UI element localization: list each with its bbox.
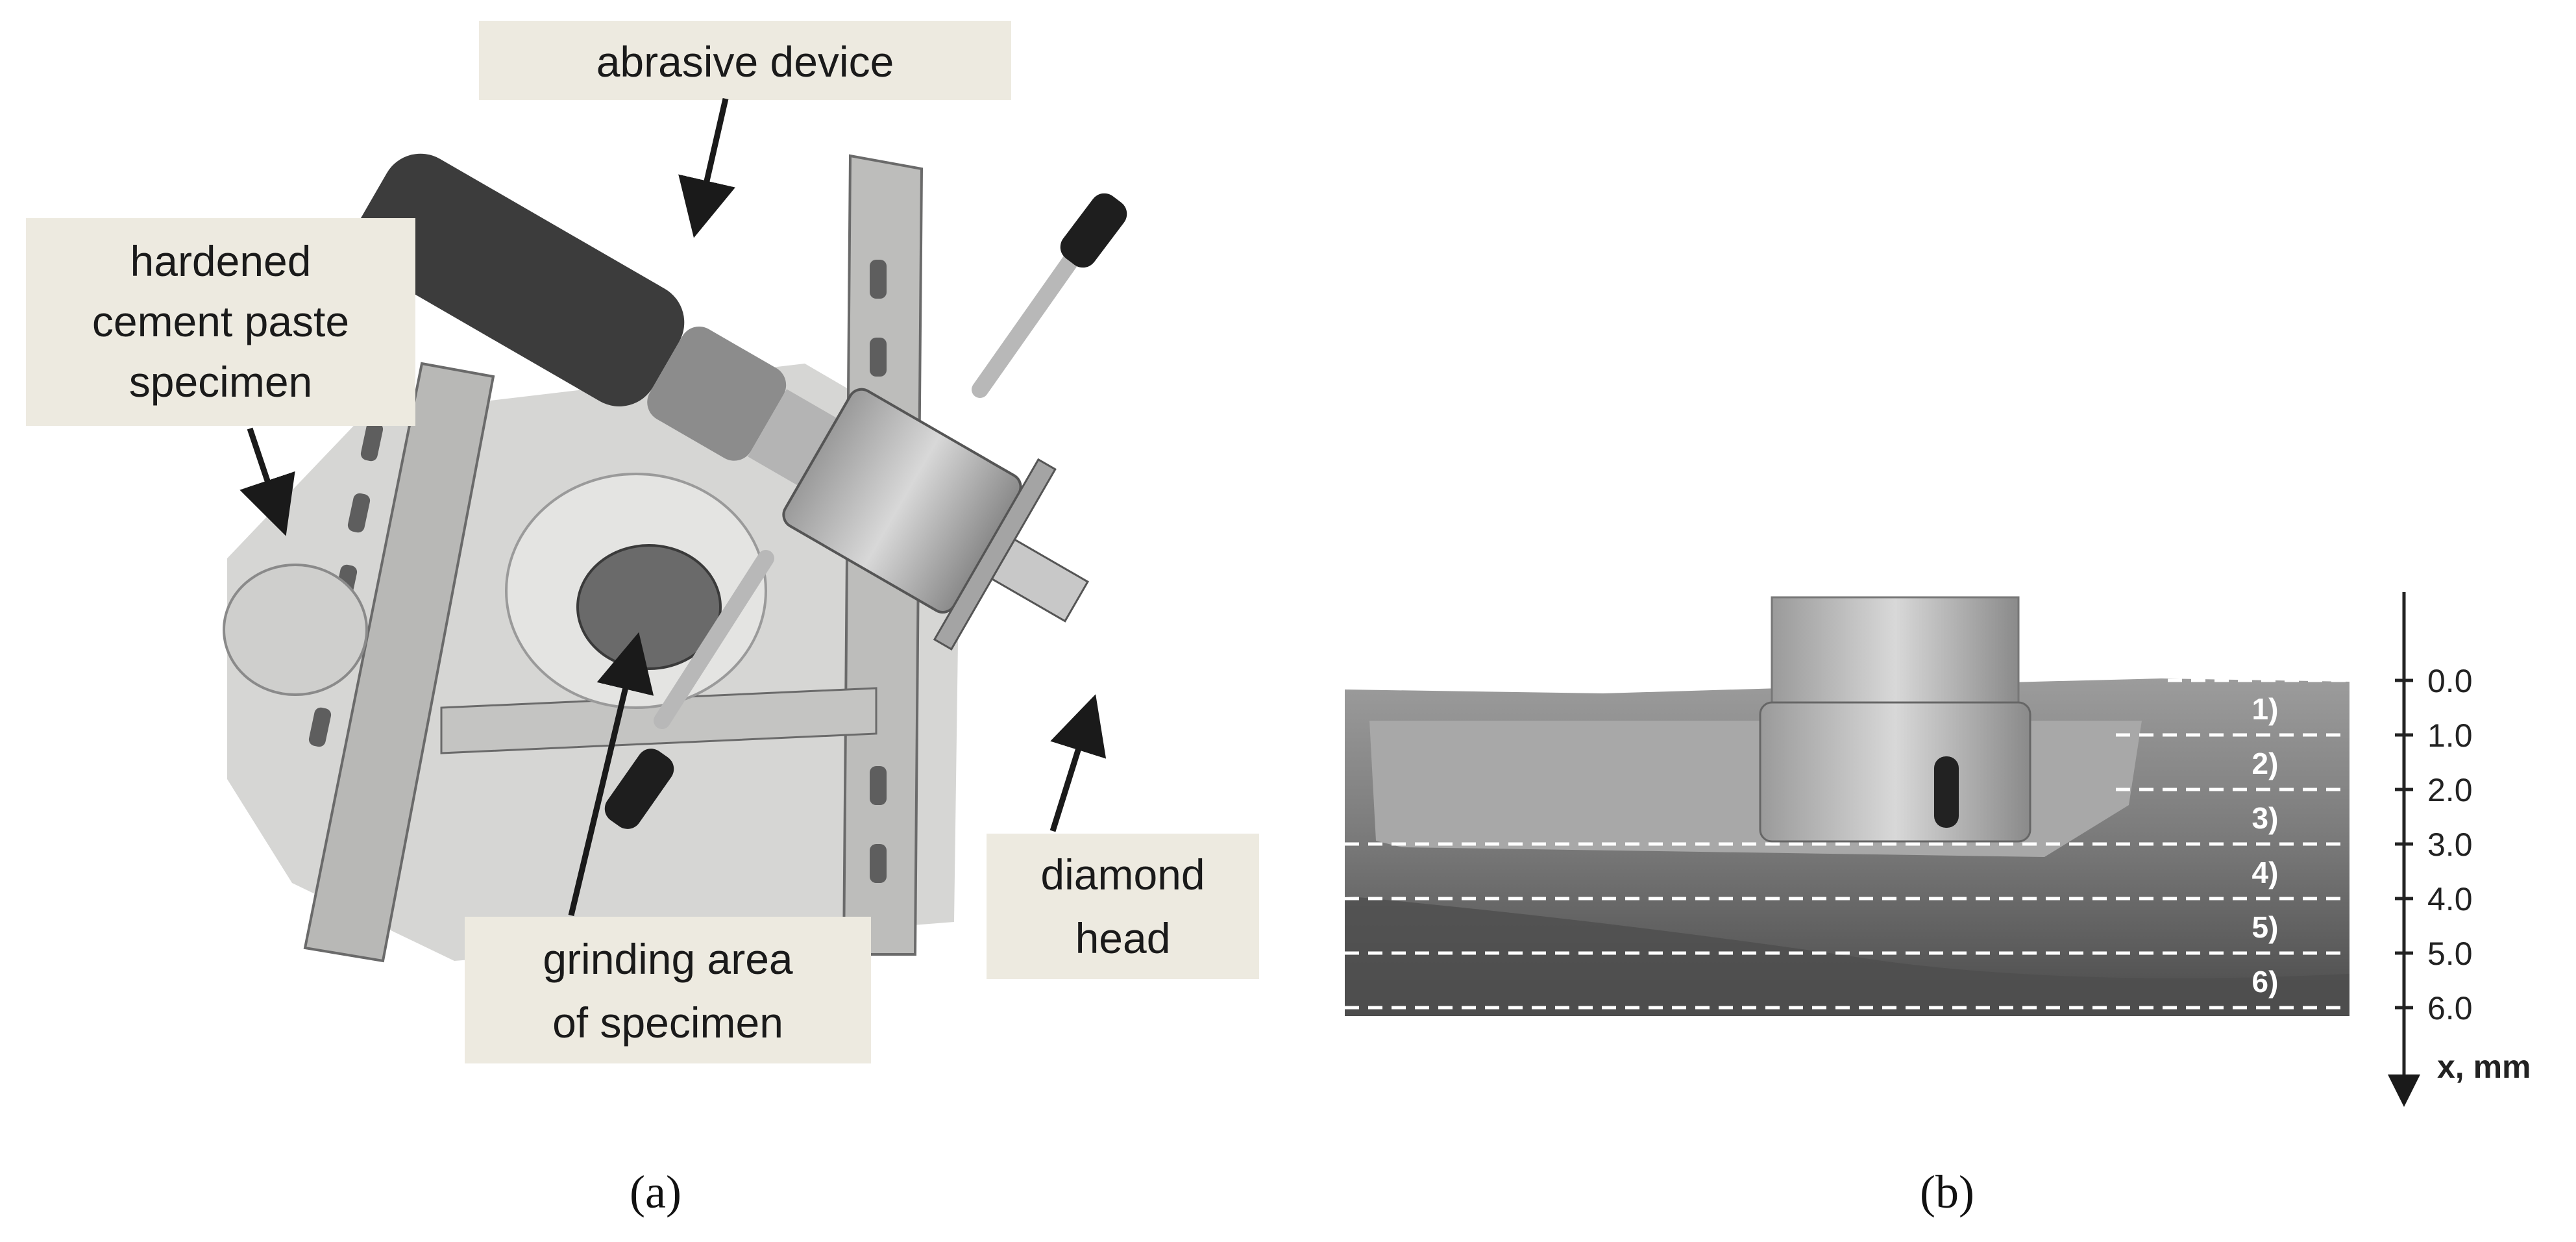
layer-labels: 1) 2) 3) 4) 5) 6) <box>2252 692 2279 999</box>
handles <box>604 193 1127 829</box>
callout-specimen: hardened cement paste specimen <box>26 218 415 426</box>
callout-diamond-line1: diamond <box>1040 851 1205 899</box>
panel-a-caption: (a) <box>630 1166 681 1218</box>
head-upper-cylinder <box>1771 596 2020 715</box>
layer-label-3: 3) <box>2252 801 2279 835</box>
panel-b-caption: (b) <box>1920 1166 1974 1218</box>
arrow-diamond-head <box>1049 694 1107 832</box>
arrow-abrasive-device <box>678 97 735 238</box>
depth-axis-label: x, mm <box>2437 1049 2531 1085</box>
layer-label-6: 6) <box>2252 965 2279 999</box>
panel-a-photo <box>223 153 1127 963</box>
panel-b-photo <box>1345 596 2349 1016</box>
layer-label-2: 2) <box>2252 747 2279 780</box>
layer-label-5: 5) <box>2252 910 2279 944</box>
arrow-grinding-area <box>568 632 654 917</box>
callout-specimen-line2: cement paste <box>92 297 349 345</box>
callout-diamond-line2: head <box>1075 914 1171 962</box>
callout-grinding-line1: grinding area <box>543 935 793 983</box>
callout-specimen-line1: hardened <box>130 237 312 285</box>
tick-label-4: 4.0 <box>2427 881 2473 917</box>
callout-diamond-head: diamond head <box>987 834 1259 979</box>
tick-label-2: 2.0 <box>2427 772 2473 808</box>
abrasive-device-body <box>355 153 1089 651</box>
tick-label-5: 5.0 <box>2427 936 2473 972</box>
callout-abrasive-device-text: abrasive device <box>596 38 894 86</box>
callout-grinding-area: grinding area of specimen <box>465 917 871 1063</box>
layer-label-4: 4) <box>2252 856 2279 889</box>
callout-grinding-line2: of specimen <box>552 999 783 1047</box>
lower-band <box>1345 896 2349 1016</box>
layer-label-1: 1) <box>2252 692 2279 726</box>
tick-label-3: 3.0 <box>2427 826 2473 863</box>
specimen-disc <box>223 564 368 696</box>
tick-label-1: 1.0 <box>2427 717 2473 754</box>
tick-label-0: 0.0 <box>2427 663 2473 699</box>
layer-boundaries <box>1345 678 2395 1010</box>
depth-axis: 0.0 1.0 2.0 3.0 4.0 5.0 6.0 x, mm <box>2388 592 2531 1107</box>
arrow-specimen <box>239 427 295 536</box>
head-lower-cylinder <box>1759 701 2031 843</box>
head-slot <box>1934 756 1959 828</box>
callout-specimen-line3: specimen <box>129 358 312 406</box>
callout-abrasive-device: abrasive device <box>479 21 1011 100</box>
tick-label-6: 6.0 <box>2427 990 2473 1026</box>
